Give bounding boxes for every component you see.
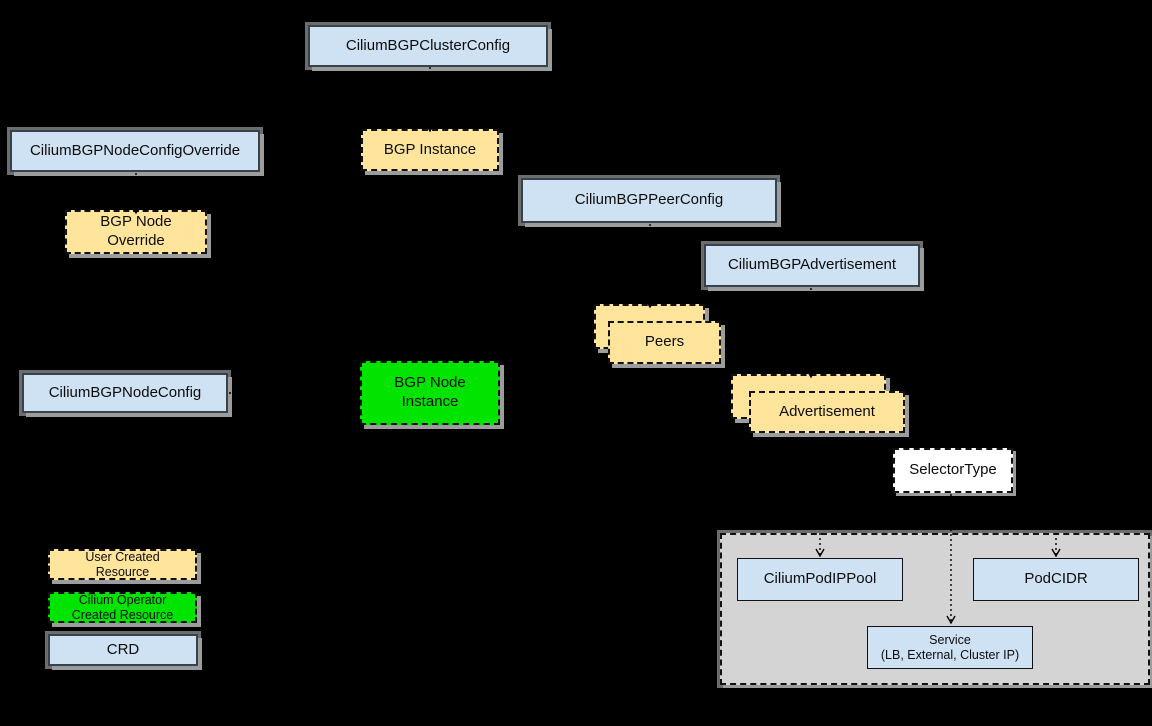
node-label: Service [929, 632, 971, 647]
node-label: Advertisement [779, 402, 875, 420]
node-peers: Peers [608, 321, 721, 364]
node-advertisement: Advertisement [749, 391, 905, 433]
node-label: Override [107, 232, 165, 249]
node-cilium-bgp-node-config-override: CiliumBGPNodeConfigOverride [10, 130, 260, 172]
node-cilium-bgp-node-config: CiliumBGPNodeConfig [22, 373, 228, 413]
node-label: CiliumBGPNodeConfigOverride [29, 141, 241, 159]
node-bgp-instance: BGP Instance [361, 129, 499, 171]
node-label: BGP Node [394, 374, 466, 392]
node-selector-type: SelectorType [893, 448, 1013, 493]
node-cilium-pod-ip-pool: CiliumPodIPPool [737, 558, 903, 601]
node-label: Cilium Operator [78, 592, 167, 607]
node-label: BGP Node [100, 213, 172, 231]
node-label: CiliumBGPPeerConfig [574, 191, 724, 209]
node-cilium-bgp-advertisement: CiliumBGPAdvertisement [704, 244, 920, 287]
node-service: Service(LB, External, Cluster IP) [867, 626, 1033, 669]
node-label: PodCIDR [1024, 570, 1088, 588]
node-label: SelectorType [909, 461, 997, 479]
node-label: CiliumBGPNodeConfig [48, 383, 202, 401]
node-label: CiliumBGPClusterConfig [345, 36, 511, 54]
node-label: Created Resource [71, 607, 174, 622]
node-label: Instance [401, 393, 459, 410]
node-label: Peers [644, 333, 685, 351]
node-label: CiliumBGPAdvertisement [727, 256, 897, 274]
node-label: CRD [106, 640, 140, 658]
node-label: (LB, External, Cluster IP) [880, 647, 1020, 662]
node-label: User Created [85, 549, 160, 564]
node-label: BGP Instance [383, 140, 477, 158]
node-cilium-bgp-peer-config: CiliumBGPPeerConfig [521, 178, 777, 223]
node-label: Resource [95, 564, 150, 579]
node-pod-cidr: PodCIDR [973, 558, 1139, 601]
node-cilium-bgp-cluster-config: CiliumBGPClusterConfig [308, 25, 548, 67]
node-legend-crd: CRD [48, 634, 198, 666]
node-label: CiliumPodIPPool [763, 570, 877, 588]
